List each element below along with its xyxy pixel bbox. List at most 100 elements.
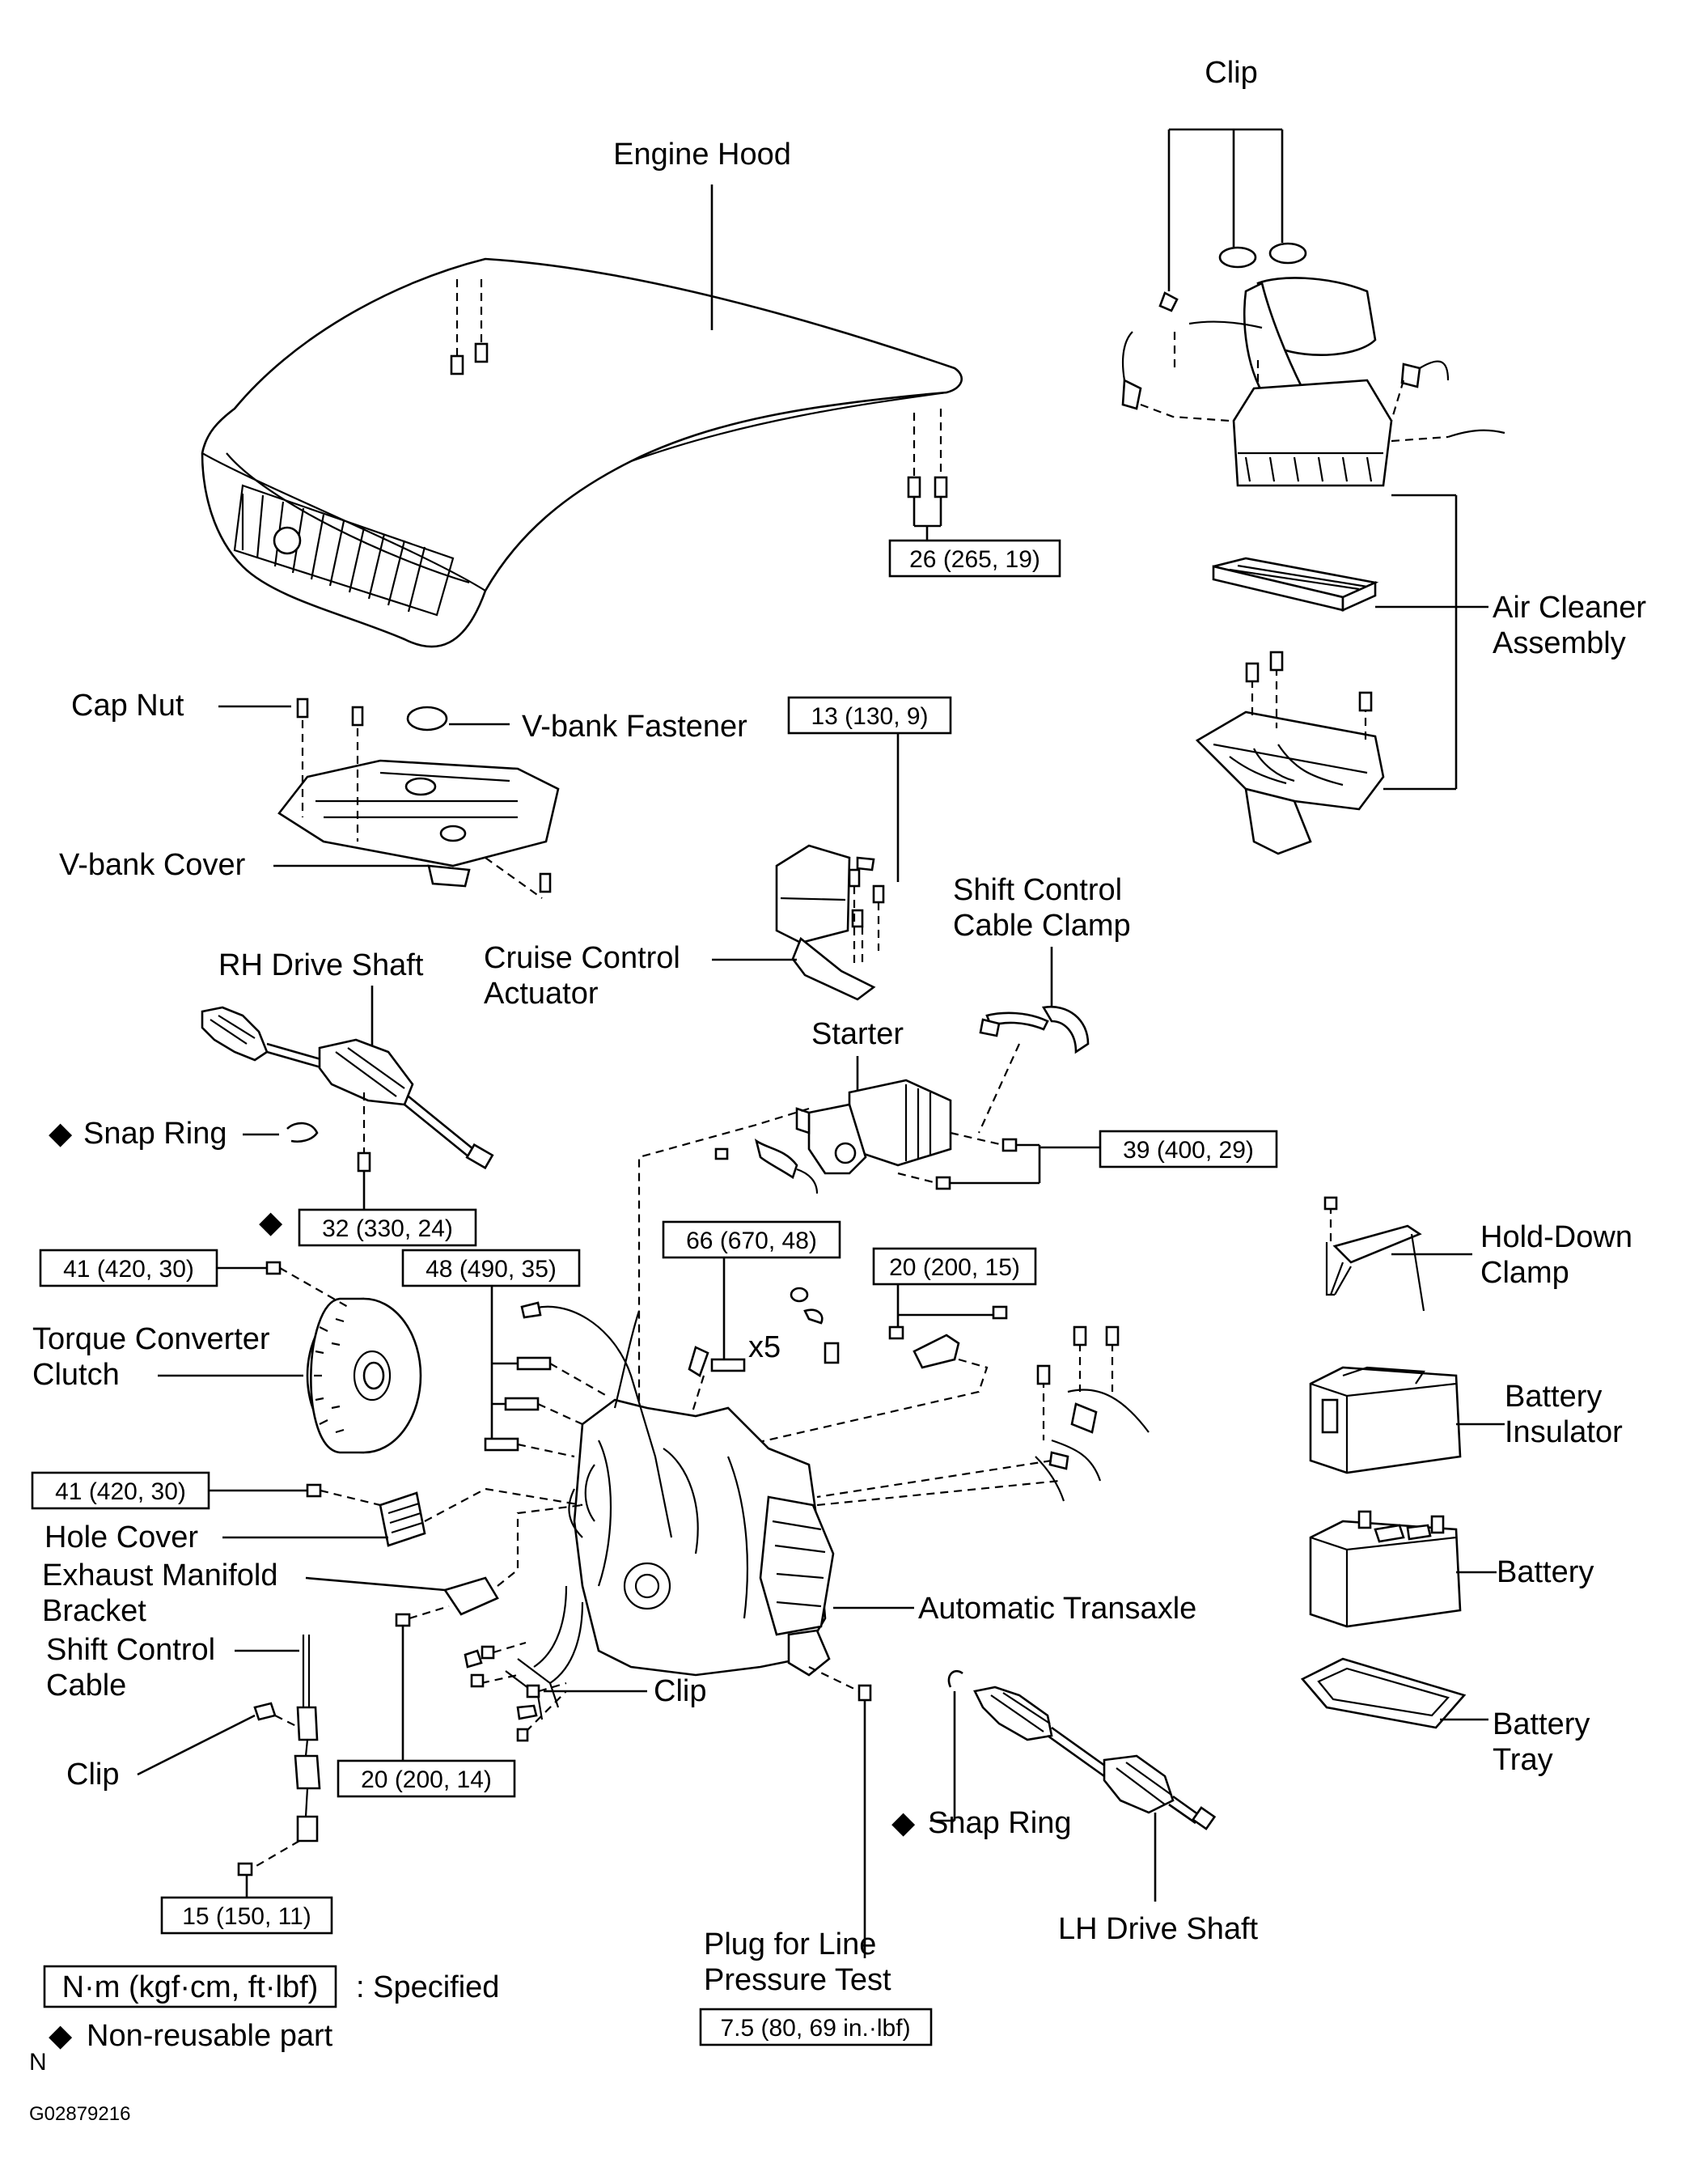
bracket-part <box>913 1334 960 1369</box>
hole-cover-ribs <box>387 1502 423 1534</box>
clamp-to-starter-dash <box>977 1043 1021 1134</box>
clip-mid-drawing <box>464 1641 567 1720</box>
label-starter: Starter <box>811 1017 904 1051</box>
battery-tray-drawing <box>1300 1657 1467 1729</box>
symbol-non-reusable-rh-snap: ◆ <box>49 1117 73 1151</box>
air-cleaner-lower-case-drawing <box>1195 651 1385 855</box>
torque-hole-cover: 41 (420, 30) <box>55 1478 186 1505</box>
torque-starter: 39 (400, 29) <box>1123 1137 1254 1164</box>
leader-exhaust <box>305 1576 446 1592</box>
figure-id: G02879216 <box>29 2103 130 2125</box>
exhaust-bracket-dash <box>497 1503 583 1587</box>
torque-hood: 26 (265, 19) <box>909 546 1040 573</box>
label-lh-drive-shaft: LH Drive Shaft <box>1058 1912 1259 1946</box>
torque-box-plug <box>699 2008 933 2046</box>
torque-conv-bolt <box>265 1261 282 1275</box>
torque-box-hood <box>888 539 1061 578</box>
bracket-bolt-b <box>992 1305 1008 1320</box>
bracket-dash <box>695 1358 989 1458</box>
torque-box-transaxle-bolts <box>401 1249 581 1287</box>
small-nut-part <box>790 1287 809 1303</box>
plug-part <box>857 1684 872 1702</box>
label-clip-mid: Clip <box>654 1674 706 1708</box>
mount-bolt <box>710 1358 746 1372</box>
hole-cover-bolt-dash <box>320 1489 381 1507</box>
label-rh-drive-shaft: RH Drive Shaft <box>218 948 424 982</box>
label-vbank-cover: V-bank Cover <box>59 848 246 882</box>
transaxle-bolt-3 <box>484 1437 519 1452</box>
torque-mount-bolt: 66 (670, 48) <box>686 1228 817 1254</box>
engine-hood-drawing <box>201 257 963 648</box>
air-cleaner-upper-drawing <box>1121 242 1505 487</box>
torque-torque-conv: 41 (420, 30) <box>63 1256 194 1283</box>
label-vbank-fastener: V-bank Fastener <box>522 710 747 744</box>
cruise-control-actuator-drawing <box>775 844 885 1001</box>
torque-box-exhaust <box>337 1759 516 1798</box>
label-exhaust-1: Exhaust Manifold <box>42 1558 278 1592</box>
label-plug-1: Plug for Line <box>704 1927 876 1961</box>
label-torque-1: Torque Converter <box>32 1322 270 1356</box>
transaxle-bolt-1 <box>516 1356 552 1371</box>
label-cap-nut: Cap Nut <box>71 689 184 723</box>
shift-cable-clamp-drawing <box>979 1005 1090 1054</box>
starter-motor-drawing <box>714 1079 1018 1194</box>
label-air-cleaner-2: Assembly <box>1493 626 1626 660</box>
torque-box-mount-bolt <box>662 1220 841 1259</box>
label-clip-left: Clip <box>66 1758 119 1792</box>
label-air-cleaner-1: Air Cleaner <box>1493 591 1646 625</box>
torque-transaxle-bolts: 48 (490, 35) <box>426 1256 557 1283</box>
automatic-transaxle-drawing <box>470 1301 1061 1742</box>
n-mark: N <box>29 2049 47 2076</box>
bracket-bolt-a <box>888 1325 904 1340</box>
label-shift-cable-2: Cable <box>46 1669 126 1703</box>
battery-insulator-drawing <box>1309 1366 1462 1474</box>
hole-cover-dash <box>424 1487 583 1522</box>
label-hole-cover: Hole Cover <box>44 1520 198 1554</box>
label-shift-clamp-2: Cable Clamp <box>953 909 1131 943</box>
label-snap-ring-rh: Snap Ring <box>83 1117 227 1151</box>
label-x5: x5 <box>748 1330 781 1364</box>
torque-plug: 7.5 (80, 69 in.·lbf) <box>720 2015 910 2042</box>
label-cruise-1: Cruise Control <box>484 941 680 975</box>
torque-cruise: 13 (130, 9) <box>811 703 928 730</box>
bolt-3-dash <box>517 1443 575 1458</box>
torque-exhaust: 20 (200, 14) <box>361 1766 492 1793</box>
exhaust-bolt-dash <box>409 1605 450 1620</box>
symbol-non-reusable-rh-box: ◆ <box>259 1206 283 1240</box>
legend-non-reusable-symbol: ◆ <box>49 2019 73 2053</box>
air-filter-element-drawing <box>1212 557 1379 613</box>
rh-drive-shaft-drawing <box>201 1006 494 1170</box>
label-snap-ring-lh: Snap Ring <box>928 1806 1071 1840</box>
legend-non-reusable: Non-reusable part <box>87 2019 333 2053</box>
torque-box-starter <box>1099 1130 1278 1168</box>
torque-converter-drawing <box>306 1297 422 1454</box>
legend-unit-box <box>43 1965 337 2008</box>
leader-clip-left <box>137 1714 256 1776</box>
label-plug-2: Pressure Test <box>704 1963 891 1997</box>
rh-shaft-bolt <box>357 1151 371 1173</box>
cap-nut-part <box>296 698 309 719</box>
starter-to-transaxle-dash <box>637 1107 810 1416</box>
torque-box-bracket <box>872 1247 1037 1286</box>
small-connector-part <box>824 1342 840 1364</box>
torque-box-hole-cover <box>31 1471 210 1510</box>
bolt-1-dash <box>549 1363 608 1397</box>
label-battery-tray-2: Tray <box>1493 1743 1553 1777</box>
label-clip-top: Clip <box>1205 56 1257 90</box>
label-battery-tray-1: Battery <box>1493 1707 1590 1741</box>
cap-nut-part-2 <box>351 706 364 727</box>
torque-shift-cable: 15 (150, 11) <box>182 1903 311 1930</box>
torque-box-cruise <box>787 696 952 735</box>
label-torque-2: Clutch <box>32 1358 120 1392</box>
label-exhaust-2: Bracket <box>42 1594 146 1628</box>
battery-drawing <box>1309 1510 1462 1628</box>
vbank-fastener-part <box>406 706 448 732</box>
label-battery-ins-2: Insulator <box>1505 1415 1623 1449</box>
torque-rh-shaft: 32 (330, 24) <box>322 1215 453 1242</box>
label-cruise-2: Actuator <box>484 977 599 1011</box>
label-hold-down-1: Hold-Down <box>1480 1220 1632 1254</box>
plug-dash <box>808 1666 860 1692</box>
label-engine-hood: Engine Hood <box>613 138 791 172</box>
legend-unit: N·m (kgf·cm, ft·lbf) <box>62 1970 319 2004</box>
